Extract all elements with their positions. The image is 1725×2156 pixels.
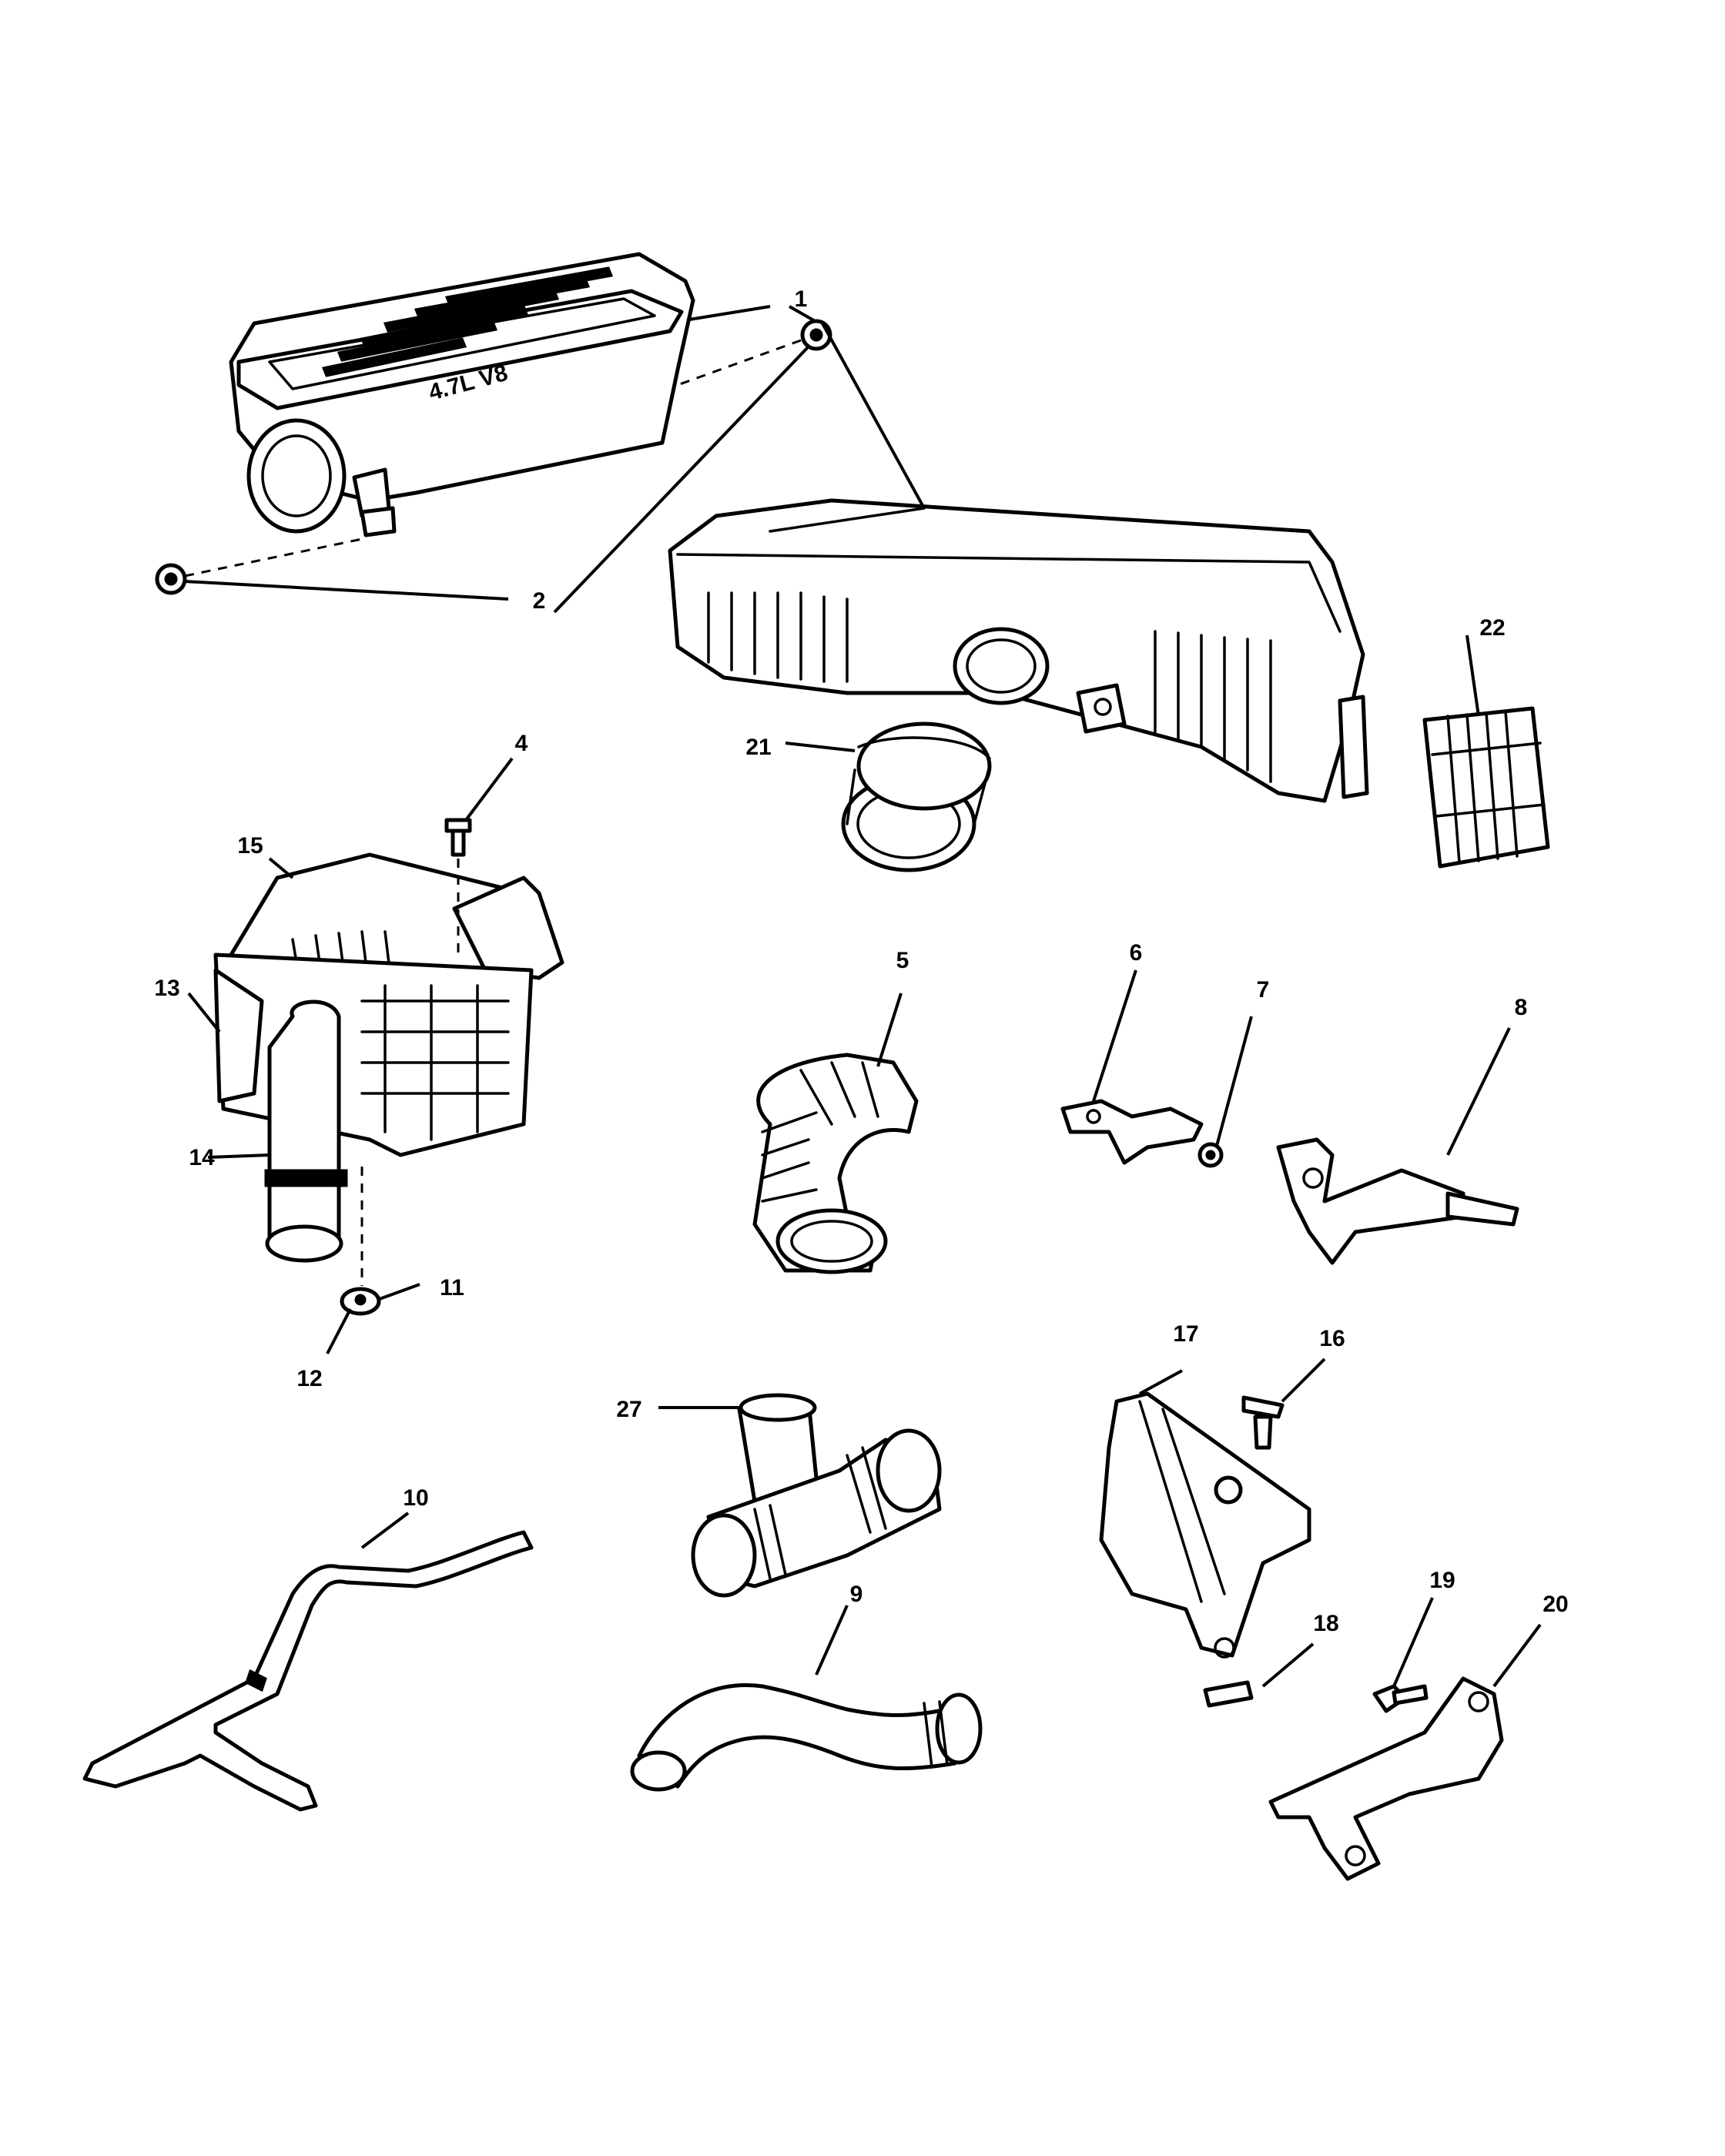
part-11-12-grommet[interactable] — [340, 1287, 381, 1316]
part-9-hose[interactable] — [630, 1683, 983, 1792]
callout-12: 12 — [296, 1366, 322, 1391]
callout-2: 2 — [533, 588, 546, 614]
callout-8: 8 — [1515, 995, 1528, 1020]
lid-rib-pattern — [321, 266, 614, 377]
airbox-mesh — [360, 984, 510, 1141]
callout-11: 11 — [440, 1275, 464, 1301]
part-8-bracket-rod[interactable] — [1276, 1137, 1519, 1265]
part-2-nut-lower[interactable] — [155, 563, 187, 595]
callout-9: 9 — [850, 1582, 863, 1607]
part-6-bracket[interactable] — [1060, 1099, 1204, 1165]
callout-14: 14 — [189, 1145, 215, 1170]
part-7-nut[interactable] — [1197, 1142, 1224, 1168]
part-18-pad[interactable] — [1203, 1680, 1254, 1708]
callout-5: 5 — [896, 948, 909, 973]
callout-10: 10 — [403, 1485, 428, 1511]
callout-1: 1 — [795, 286, 808, 312]
callout-15: 15 — [237, 833, 263, 859]
callout-27: 27 — [616, 1397, 641, 1422]
part-2-nut-upper[interactable] — [800, 319, 832, 351]
callout-7: 7 — [1257, 977, 1270, 1003]
part-17-resonator[interactable] — [1099, 1391, 1311, 1659]
callout-labels: 1 2 4 5 6 7 8 9 10 11 12 13 14 15 16 17 … — [154, 286, 1568, 1636]
callout-17: 17 — [1173, 1321, 1198, 1347]
part-20-bracket[interactable] — [1268, 1676, 1504, 1881]
part-16-push-pin[interactable] — [1241, 1395, 1285, 1450]
part-22-bellows-boot[interactable] — [1422, 706, 1550, 869]
hose-corrugation — [761, 1061, 879, 1203]
part-13-airbox-lower[interactable] — [213, 952, 534, 1157]
part-4-screw[interactable] — [444, 818, 472, 857]
body-ribs — [707, 591, 1272, 783]
callout-6: 6 — [1130, 940, 1143, 966]
callout-16: 16 — [1319, 1326, 1345, 1351]
callout-18: 18 — [1313, 1611, 1338, 1636]
part-21-coupler[interactable] — [841, 721, 992, 872]
part-5-flex-hose[interactable] — [752, 1053, 919, 1274]
callout-19: 19 — [1429, 1568, 1455, 1593]
assembly-dashline-lower-nut — [184, 537, 363, 578]
assembly-dashline-upper-nut — [677, 339, 802, 387]
callout-20: 20 — [1542, 1592, 1568, 1617]
part-14-outlet-tube[interactable] — [264, 999, 348, 1263]
part-19-stud[interactable] — [1372, 1684, 1429, 1713]
callout-22: 22 — [1479, 615, 1505, 641]
callout-21: 21 — [745, 735, 771, 760]
part-1-air-cleaner-body[interactable] — [668, 498, 1369, 803]
callout-13: 13 — [154, 976, 179, 1001]
part-27-tee-fitting[interactable] — [691, 1393, 942, 1598]
part-1-air-cleaner-lid[interactable]: 4.7L V8 — [229, 252, 695, 537]
part-10-vent-tube[interactable] — [82, 1530, 534, 1812]
leader-lines — [184, 305, 1542, 1688]
callout-4: 4 — [515, 731, 528, 756]
